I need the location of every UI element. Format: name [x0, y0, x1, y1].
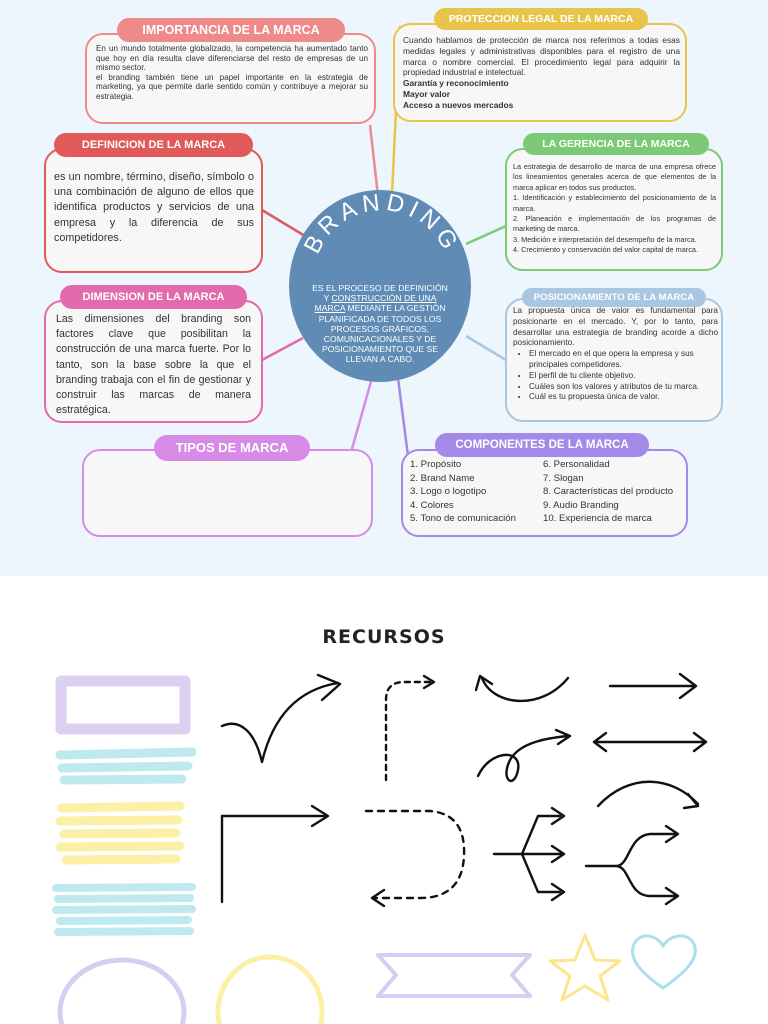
- center-description: ES EL PROCESO DE DEFINICIÓN Y CONSTRUCCI…: [309, 283, 451, 365]
- tipos-title: TIPOS DE MARCA: [154, 435, 310, 461]
- purple-circle-outline: [57, 957, 187, 1024]
- tipos-box: [82, 449, 373, 537]
- purple-highlight-frame: [55, 675, 191, 735]
- straight-right-arrow: [608, 672, 698, 700]
- elbow-arrow: [220, 814, 328, 904]
- u-arrow: [480, 676, 570, 703]
- dashed-d-arrow: [364, 809, 466, 900]
- connector-posicionamiento: [465, 334, 507, 362]
- componentes-box: [401, 449, 688, 537]
- center-desc-part2: MEDIANTE LA GESTIÓN PLANIFICADA DE TODOS…: [318, 303, 446, 365]
- componente-item: 5. Tono de comunicación: [410, 513, 516, 524]
- gerencia-item-2: 2. Planeación e implementación de los pr…: [513, 214, 716, 234]
- componente-item: 7. Slogan: [543, 472, 584, 484]
- elbow-arrow-head: [310, 804, 330, 828]
- componentes-col-2: 6. Personalidad 7. Slogan 8. Característ…: [543, 458, 673, 526]
- proteccion-point-2: Mayor valor: [403, 88, 451, 99]
- componentes-title: COMPONENTES DE LA MARCA: [435, 433, 649, 457]
- dimension-title: DIMENSION DE LA MARCA: [60, 285, 247, 309]
- triple-arrow: [492, 814, 564, 894]
- componente-item: 4. Colores: [410, 499, 454, 511]
- importancia-title: IMPORTANCIA DE LA MARCA: [117, 18, 345, 42]
- arc-arrow: [596, 780, 700, 808]
- connector-componentes: [396, 377, 410, 457]
- componente-item: 3. Logo o logotipo: [410, 486, 487, 497]
- posicionamiento-intro: La propuesta única de valor es fundament…: [513, 306, 718, 348]
- posicionamiento-bullet-1: El mercado en el que opera la empresa y …: [529, 349, 718, 371]
- definicion-title: DEFINICION DE LA MARCA: [54, 133, 253, 157]
- connector-gerencia: [465, 224, 507, 246]
- proteccion-title: PROTECCION LEGAL DE LA MARCA: [434, 8, 648, 30]
- gerencia-title: LA GERENCIA DE LA MARCA: [523, 133, 709, 155]
- dashed-elbow-arrow: [384, 680, 434, 782]
- gerencia-item-3: 3. Medición e interpretación del desempe…: [513, 234, 697, 244]
- posicionamiento-bullet-3: Cuáles son los valores y atributos de tu…: [529, 382, 718, 393]
- importancia-paragraph-2: el branding también tiene un papel impor…: [96, 72, 368, 101]
- componente-item: 6. Personalidad: [543, 459, 610, 470]
- dashed-d-arrowhead: [370, 888, 386, 908]
- importancia-paragraph-1: En un mundo totalmente globalizado, la c…: [96, 44, 368, 73]
- gerencia-text: La estrategia de desarrollo de marca de …: [513, 162, 716, 256]
- componente-item: 9. Audio Branding: [543, 499, 619, 511]
- recursos-title: RECURSOS: [322, 626, 446, 648]
- curved-arrow-head: [316, 673, 342, 702]
- componente-item: 2. Brand Name: [410, 472, 475, 484]
- componentes-col-1: 1. Propósito 2. Brand Name 3. Logo o log…: [410, 458, 516, 526]
- fork-arrow: [584, 832, 678, 898]
- posicionamiento-bullet-2: El perfil de tu cliente objetivo.: [529, 371, 718, 382]
- cyan-heart-icon: [631, 934, 697, 990]
- cyan-highlight-strokes: [55, 747, 197, 785]
- proteccion-point-1: Garantía y reconocimiento: [403, 78, 509, 89]
- yellow-circle-outline: [215, 954, 325, 1024]
- double-headed-arrow: [592, 731, 708, 753]
- proteccion-text: Cuando hablamos de protección de marca n…: [403, 35, 680, 111]
- dimension-text: Las dimensiones del branding son factore…: [56, 313, 251, 417]
- connector-importancia: [368, 124, 380, 197]
- componente-item: 8. Características del producto: [543, 486, 674, 497]
- gerencia-item-1: 1. Identificación y establecimiento del …: [513, 193, 716, 213]
- loop-arrow-head: [554, 728, 572, 746]
- cyan-highlight-block: [52, 883, 196, 936]
- gerencia-box: [505, 148, 723, 271]
- purple-ribbon-banner: [376, 953, 532, 998]
- branding-center-circle: [289, 190, 471, 382]
- center-desc-underlined: CONSTRUCCIÓN DE UNA MARCA: [314, 293, 437, 314]
- posicionamiento-bullet-4: Cuál es tu propuesta única de valor.: [529, 392, 718, 403]
- importancia-box: [85, 33, 376, 124]
- loop-arrow: [476, 734, 570, 783]
- yellow-star-icon: [548, 933, 622, 1002]
- posicionamiento-text: La propuesta única de valor es fundament…: [513, 306, 718, 403]
- fork-arrow-heads: [664, 824, 680, 906]
- componente-item: 1. Propósito: [410, 459, 462, 470]
- center-desc-part1: ES EL PROCESO DE DEFINICIÓN Y: [312, 283, 448, 304]
- u-arrow-head: [474, 674, 494, 692]
- gerencia-intro: La estrategia de desarrollo de marca de …: [513, 162, 716, 192]
- yellow-highlight-strokes: [55, 801, 185, 865]
- posicionamiento-title: POSICIONAMIENTO DE LA MARCA: [522, 288, 706, 307]
- posicionamiento-box: [505, 298, 723, 422]
- importancia-text: En un mundo totalmente globalizado, la c…: [96, 44, 368, 102]
- triple-arrow-heads: [550, 806, 566, 902]
- gerencia-item-4: 4. Crecimiento y conservación del valor …: [513, 245, 698, 255]
- componente-item: 10. Experiencia de marca: [543, 513, 652, 524]
- proteccion-body: Cuando hablamos de protección de marca n…: [403, 35, 680, 78]
- connector-definicion: [261, 208, 306, 238]
- dashed-elbow-arrowhead: [422, 674, 436, 690]
- curved-arrow-up-right: [220, 681, 340, 764]
- branding-title: BRANDING: [299, 189, 460, 258]
- definicion-text: es un nombre, término, diseño, símbolo o…: [54, 171, 254, 244]
- proteccion-point-3: Acceso a nuevos mercados: [403, 99, 514, 110]
- arc-arrow-head: [682, 792, 700, 810]
- connector-dimension: [261, 336, 304, 362]
- connector-tipos: [348, 377, 374, 457]
